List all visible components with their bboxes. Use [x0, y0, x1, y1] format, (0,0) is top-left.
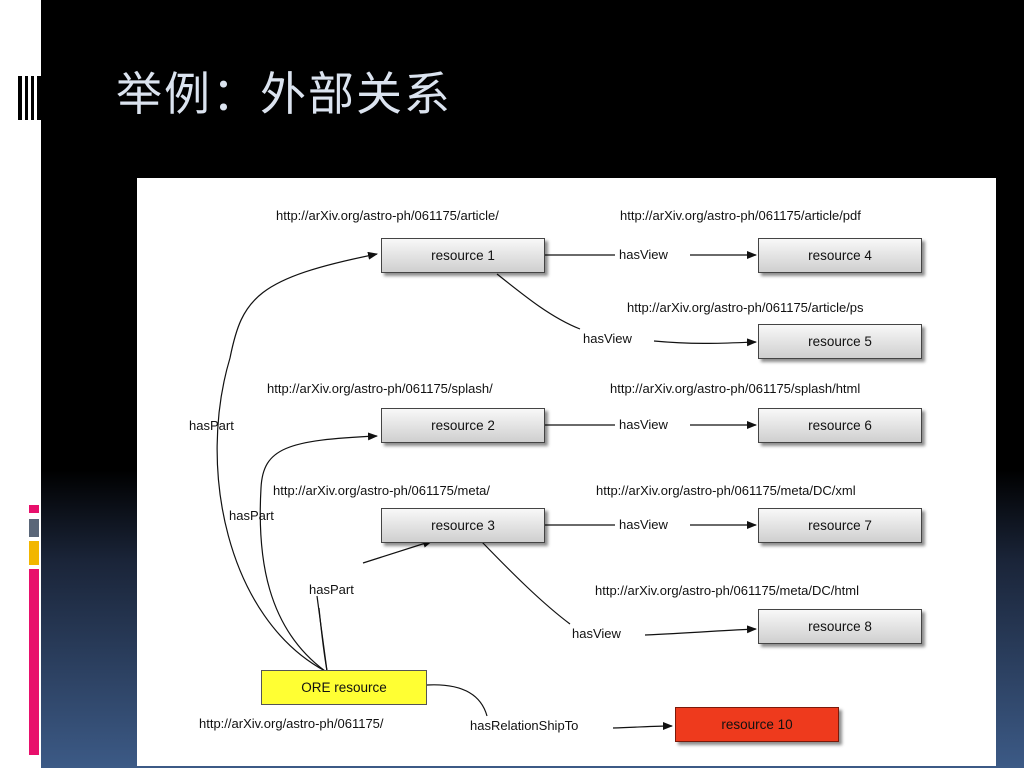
url-resource-6: http://arXiv.org/astro-ph/061175/splash/… — [610, 381, 861, 396]
label-hasview-r4: hasView — [619, 247, 668, 262]
node-resource-7: resource 7 — [758, 508, 922, 543]
label-hasview-r6: hasView — [619, 417, 668, 432]
url-resource-7: http://arXiv.org/astro-ph/061175/meta/DC… — [596, 483, 856, 498]
label-hasview-r7: hasView — [619, 517, 668, 532]
node-ore-resource: ORE resource — [261, 670, 427, 705]
edge-ore-r10-arrow — [612, 722, 673, 731]
node-resource-5: resource 5 — [758, 324, 922, 359]
edge-ore-r10-curve — [426, 684, 488, 717]
url-resource-5: http://arXiv.org/astro-ph/061175/article… — [627, 300, 864, 315]
label-haspart-r1: hasPart — [189, 418, 234, 433]
node-resource-2: resource 2 — [381, 408, 545, 443]
label-hasview-r5: hasView — [583, 331, 632, 346]
decor-color-bars — [29, 505, 39, 755]
label-hasview-r8: hasView — [572, 626, 621, 641]
node-resource-10: resource 10 — [675, 707, 839, 742]
node-resource-6: resource 6 — [758, 408, 922, 443]
node-resource-3: resource 3 — [381, 508, 545, 543]
edge-r1-r5-diagonal — [496, 273, 581, 330]
url-ore-resource: http://arXiv.org/astro-ph/061175/ — [199, 716, 384, 731]
url-resource-2: http://arXiv.org/astro-ph/061175/splash/ — [267, 381, 493, 396]
edge-ore-r1-haspart — [216, 251, 378, 672]
label-haspart-r3: hasPart — [309, 582, 354, 597]
relation-diagram: http://arXiv.org/astro-ph/061175/article… — [137, 178, 996, 766]
edge-r3-r8-diagonal — [481, 541, 571, 625]
edge-ore-r3-haspart-b — [318, 607, 328, 672]
label-haspart-r2: hasPart — [229, 508, 274, 523]
edge-ore-r3-arrow — [362, 539, 433, 564]
diagram-connectors — [216, 251, 757, 731]
decor-bars-icon — [18, 76, 42, 120]
edge-r1-r5-arrow — [653, 338, 757, 347]
url-resource-3: http://arXiv.org/astro-ph/061175/meta/ — [273, 483, 491, 498]
url-resource-4: http://arXiv.org/astro-ph/061175/article… — [620, 208, 861, 223]
label-hasrelationshipto: hasRelationShipTo — [470, 718, 579, 733]
node-resource-1: resource 1 — [381, 238, 545, 273]
url-resource-1: http://arXiv.org/astro-ph/061175/article… — [276, 208, 499, 223]
edge-ore-r2-haspart — [259, 432, 378, 672]
slide-title: 举例：外部关系 — [116, 67, 452, 121]
node-resource-8: resource 8 — [758, 609, 922, 644]
url-resource-8: http://arXiv.org/astro-ph/061175/meta/DC… — [595, 583, 859, 598]
edge-r3-r8-arrow — [644, 625, 757, 636]
node-resource-4: resource 4 — [758, 238, 922, 273]
